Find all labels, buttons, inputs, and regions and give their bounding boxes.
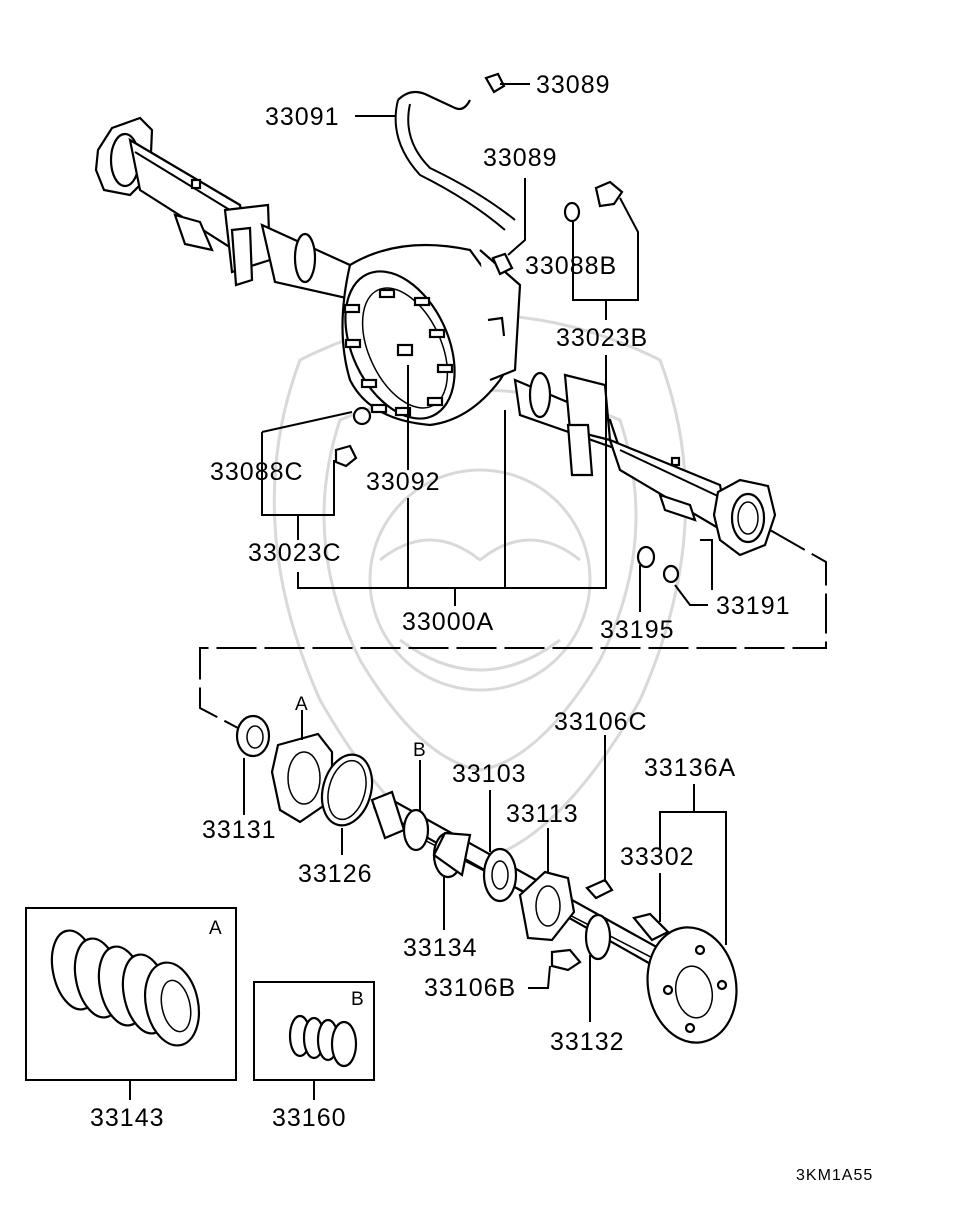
carrier-studs <box>343 288 454 417</box>
inset-box-a <box>25 907 237 1081</box>
callout-33126: 33126 <box>298 860 373 888</box>
callout-33091: 33091 <box>265 103 340 131</box>
callout-33131: 33131 <box>202 816 277 844</box>
callout-33092: 33092 <box>366 468 441 496</box>
callout-33160: 33160 <box>272 1104 347 1132</box>
callout-33103: 33103 <box>452 760 527 788</box>
breather-hose-group <box>394 72 516 276</box>
callout-33089-mid: 33089 <box>483 144 558 172</box>
callout-33191: 33191 <box>716 592 791 620</box>
callout-33195: 33195 <box>600 616 675 644</box>
callout-33088b: 33088B <box>525 252 617 280</box>
callout-33089-top: 33089 <box>536 71 611 99</box>
callout-33136a: 33136A <box>644 754 736 782</box>
leader-lines <box>129 83 827 1100</box>
axle-shaft-parts <box>235 714 738 1044</box>
part-callouts: 33089 33091 33089 33088B 33023B 33088C 3… <box>90 71 873 1184</box>
figure-code: 3KM1A55 <box>796 1167 873 1184</box>
plugs-and-gaskets <box>334 180 680 584</box>
callout-33113: 33113 <box>506 800 579 828</box>
callout-33106b: 33106B <box>424 974 516 1002</box>
callout-33143: 33143 <box>90 1104 165 1132</box>
callout-33023b: 33023B <box>556 324 648 352</box>
axle-housing-assembly <box>94 116 777 557</box>
callout-33132: 33132 <box>550 1028 625 1056</box>
gasket-letter-a: A <box>295 694 308 715</box>
inset-b-letter: B <box>351 989 364 1010</box>
callout-33023c: 33023C <box>248 539 342 567</box>
callout-33106c: 33106C <box>554 708 648 736</box>
callout-33134: 33134 <box>403 934 478 962</box>
bearing-letter-b: B <box>413 740 426 761</box>
inset-box-b <box>253 981 375 1081</box>
callout-33000a: 33000A <box>402 608 494 636</box>
callout-33088c: 33088C <box>210 458 304 486</box>
callout-33302: 33302 <box>620 843 695 871</box>
inset-a-letter: A <box>209 918 222 939</box>
